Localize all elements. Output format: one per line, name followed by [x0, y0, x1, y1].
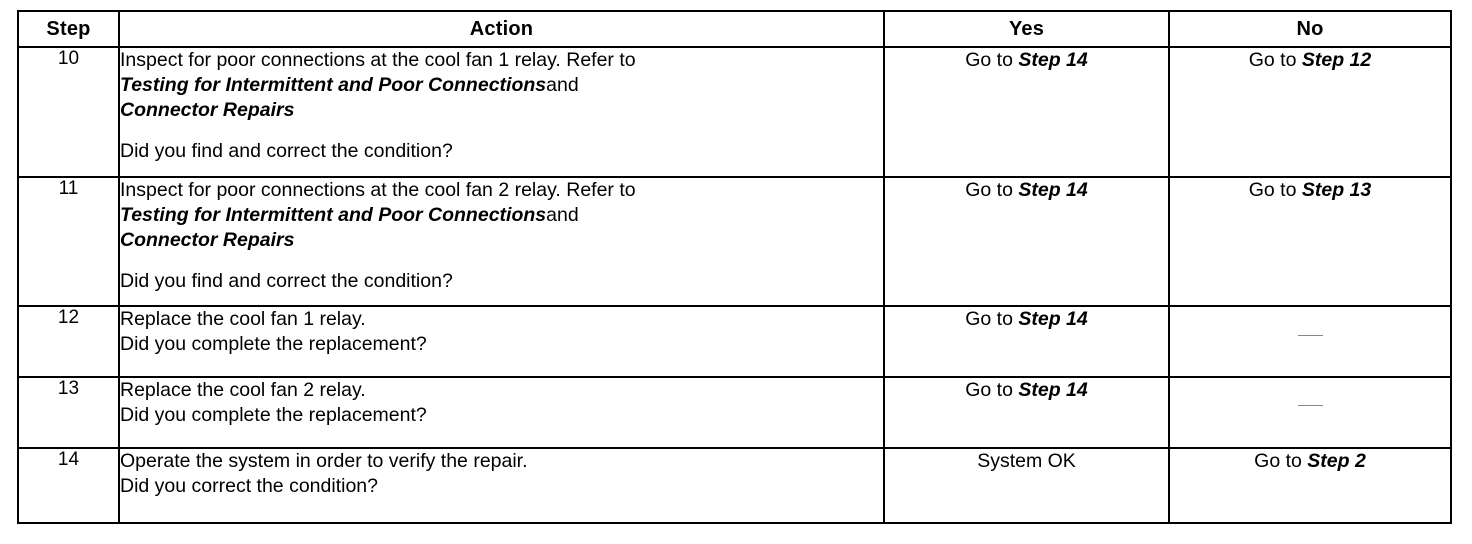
table-row: 10 Inspect for poor connections at the c… [17, 46, 1452, 178]
action-line-1: Replace the cool fan 2 relay. [120, 378, 366, 401]
empty-dash-mark: —— [1298, 397, 1323, 413]
yes-answer: Go to Step 14 [883, 375, 1170, 449]
table-row: 11 Inspect for poor connections at the c… [17, 175, 1452, 308]
step-number: 11 [17, 175, 120, 308]
action-line-3: Connector Repairs [120, 98, 883, 123]
yes-answer: Go to Step 14 [883, 305, 1170, 378]
empty-dash-mark: —— [1298, 326, 1323, 342]
step-number: 13 [17, 375, 120, 449]
column-header-step: Step [17, 10, 120, 48]
step-number: 10 [17, 46, 120, 178]
action-line-3: Connector Repairs [120, 228, 883, 253]
reference-title-italic: Testing for Intermittent and Poor Connec… [120, 74, 547, 96]
action-line-1: Inspect for poor connections at the cool… [120, 178, 636, 201]
action-line-2-tail: and [546, 203, 579, 226]
no-step-ref: Step 2 [1307, 449, 1366, 472]
yes-answer: Go to Step 14 [883, 46, 1170, 178]
no-answer: Go to Step 12 [1168, 46, 1452, 178]
reference-title-italic-2: Connector Repairs [120, 228, 295, 251]
step-number: 14 [17, 446, 120, 525]
yes-answer: Go to Step 14 [883, 175, 1170, 308]
no-answer: Go to Step 2 [1168, 446, 1452, 525]
column-header-no: No [1168, 10, 1452, 48]
table-row: 12 Replace the cool fan 1 relay. Did you… [17, 305, 1452, 378]
no-step-ref: Step 12 [1301, 49, 1372, 71]
action-line-1: Operate the system in order to verify th… [120, 449, 528, 472]
action-text: Inspect for poor connections at the cool… [118, 175, 885, 308]
no-prefix: Go to [1254, 449, 1308, 472]
yes-step-ref: Step 14 [1018, 308, 1088, 331]
yes-prefix: Go to [965, 178, 1019, 201]
no-step-ref: Step 13 [1301, 178, 1372, 201]
action-line-2: Testing for Intermittent and Poor Connec… [120, 73, 883, 98]
column-header-action: Action [118, 10, 885, 48]
no-prefix: Go to [1248, 49, 1302, 71]
yes-step-ref: Step 14 [1018, 178, 1088, 201]
action-text: Inspect for poor connections at the cool… [118, 46, 885, 178]
table-row: 14 Operate the system in order to verify… [17, 446, 1452, 525]
action-question: Did you find and correct the condition? [120, 269, 453, 292]
yes-step-ref: Step 14 [1018, 378, 1088, 401]
yes-prefix: Go to [965, 49, 1019, 71]
action-line-1: Replace the cool fan 1 relay. [120, 308, 366, 331]
action-question: Did you correct the condition? [120, 474, 378, 497]
no-prefix: Go to [1248, 178, 1302, 201]
table-row: 13 Replace the cool fan 2 relay. Did you… [17, 375, 1452, 449]
action-text: Operate the system in order to verify th… [118, 446, 885, 525]
no-answer: —— [1168, 305, 1452, 378]
action-question: Did you complete the replacement? [120, 333, 427, 356]
action-line-1: Inspect for poor connections at the cool… [120, 49, 636, 71]
reference-title-italic-2: Connector Repairs [120, 99, 295, 121]
diagnostic-steps-table: Step Action Yes No 10 Inspect for poor c… [17, 10, 1452, 525]
action-line-2: Testing for Intermittent and Poor Connec… [120, 203, 883, 228]
yes-step-ref: Step 14 [1018, 49, 1088, 71]
action-text: Replace the cool fan 2 relay. Did you co… [118, 375, 885, 449]
no-answer: Go to Step 13 [1168, 175, 1452, 308]
action-line-2-tail: and [546, 74, 579, 96]
yes-prefix: System OK [977, 449, 1076, 472]
reference-title-italic: Testing for Intermittent and Poor Connec… [120, 203, 547, 226]
no-answer: —— [1168, 375, 1452, 449]
action-text: Replace the cool fan 1 relay. Did you co… [118, 305, 885, 378]
yes-prefix: Go to [965, 378, 1019, 401]
column-header-yes: Yes [883, 10, 1170, 48]
table-header-row: Step Action Yes No [17, 10, 1452, 48]
yes-answer: System OK [883, 446, 1170, 525]
action-question: Did you find and correct the condition? [120, 140, 453, 162]
step-number: 12 [17, 305, 120, 378]
yes-prefix: Go to [965, 308, 1019, 331]
action-question: Did you complete the replacement? [120, 403, 427, 426]
